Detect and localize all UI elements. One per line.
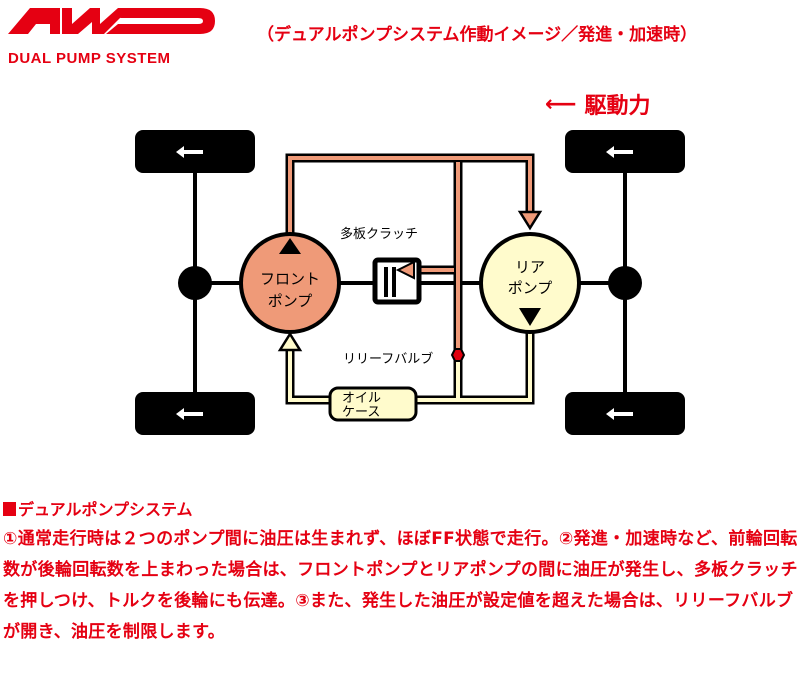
oil-case-label-1: オイル bbox=[342, 391, 381, 406]
rear-pump: リア ポンプ bbox=[479, 232, 581, 334]
drive-force-legend: ⟵ 駆動力 bbox=[545, 88, 651, 120]
left-arrow-icon: ⟵ bbox=[545, 91, 577, 117]
clutch-label: 多板クラッチ bbox=[340, 226, 418, 242]
tires bbox=[135, 130, 685, 435]
front-pump: フロント ポンプ bbox=[239, 232, 341, 334]
section-title: デュアルポンプシステム bbox=[3, 496, 193, 520]
rear-pump-label-2: ポンプ bbox=[508, 279, 553, 297]
front-pump-label-1: フロント bbox=[260, 270, 320, 288]
multi-plate-clutch bbox=[372, 257, 422, 305]
drive-force-label: 駆動力 bbox=[584, 94, 651, 119]
relief-valve-label: リリーフバルブ bbox=[343, 351, 433, 367]
relief-valve-icon bbox=[450, 348, 466, 362]
square-bullet-icon bbox=[3, 502, 16, 516]
rear-hub bbox=[608, 266, 642, 300]
section-description: ①通常走行時は２つのポンプ間に油圧は生まれず、ほぼFF状態で走行。②発進・加速時… bbox=[3, 529, 798, 642]
section-title-text: デュアルポンプシステム bbox=[18, 500, 193, 519]
diagram-subtitle: （デュアルポンプシステム作動イメージ／発進・加速時） bbox=[257, 25, 698, 45]
front-hub bbox=[178, 266, 212, 300]
logo-subtitle: DUAL PUMP SYSTEM bbox=[8, 50, 171, 67]
down-triangle-icon bbox=[519, 308, 541, 326]
front-pump-label-2: ポンプ bbox=[268, 292, 313, 310]
dual-pump-diagram: フロント ポンプ リア ポンプ オイル ケース 多板クラッチ リリーフバルブ bbox=[135, 130, 685, 435]
rear-pump-label-1: リア bbox=[515, 258, 545, 276]
up-triangle-icon bbox=[279, 238, 301, 254]
pressure-pipe bbox=[285, 153, 543, 352]
tire-arrow-icons bbox=[176, 146, 633, 420]
oil-case-label-2: ケース bbox=[342, 405, 380, 420]
oil-case: オイル ケース bbox=[328, 386, 418, 422]
awd-logo bbox=[8, 8, 215, 34]
